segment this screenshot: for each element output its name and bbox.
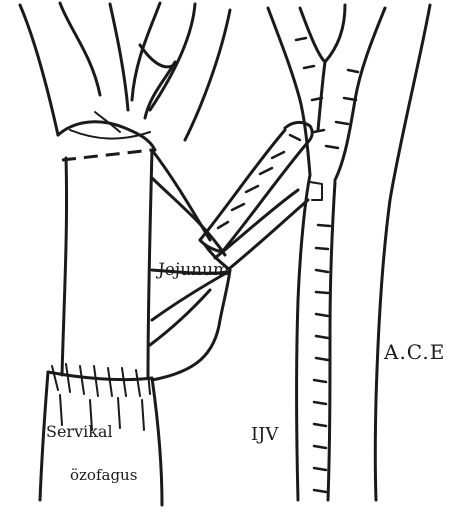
- upper-vessel-branch: [268, 5, 385, 180]
- vascular-pedicle: [200, 122, 312, 268]
- label-ijv: IJV: [251, 426, 278, 444]
- external-carotid-artery: [375, 5, 430, 500]
- pharynx-strands: [20, 3, 230, 150]
- proximal-anastomosis-line: [62, 150, 152, 160]
- jejunum-segment: [62, 150, 152, 378]
- internal-jugular-vein: [297, 175, 336, 500]
- label-jejunum: Jejunum: [157, 262, 229, 279]
- label-servikal: Servikal: [46, 424, 113, 440]
- label-ace: A.C.E: [384, 342, 445, 362]
- label-ozofagus: özofagus: [70, 468, 137, 483]
